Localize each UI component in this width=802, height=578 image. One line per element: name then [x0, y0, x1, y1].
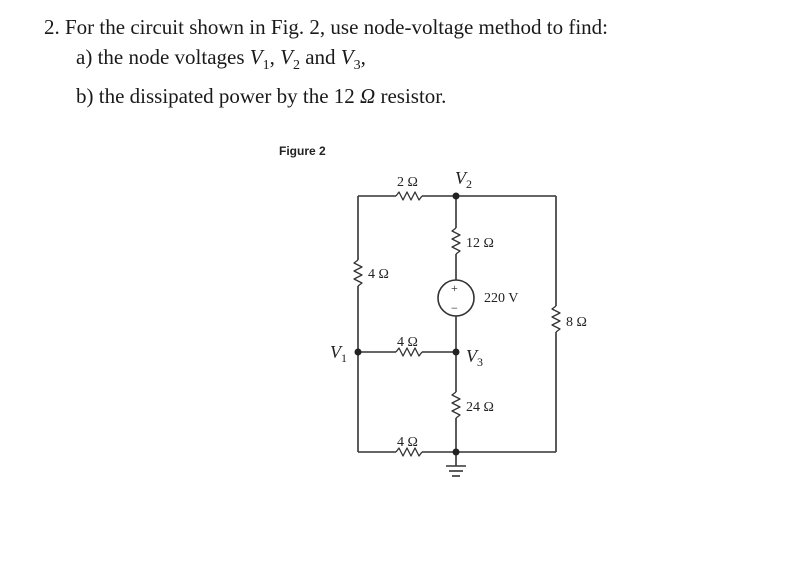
part-a-v1: V1: [249, 45, 270, 74]
label-8ohm: 8 Ω: [566, 315, 587, 330]
label-12ohm: 12 Ω: [466, 236, 494, 251]
label-4ohm-bottom: 4 Ω: [397, 435, 418, 450]
part-a-line: a) the node voltages V1, V2 and V3,: [44, 42, 608, 81]
node-dot-v2: [452, 192, 460, 200]
resistor-12ohm: [451, 227, 461, 255]
label-220v: 220 V: [484, 291, 518, 306]
node-dot-v1: [354, 348, 362, 356]
part-a-text: the node voltages: [97, 45, 245, 69]
part-a-v2: V2: [280, 45, 300, 74]
ground-icon: [446, 452, 466, 477]
part-a-and: and: [305, 45, 336, 69]
problem-intro-line: 2. For the circuit shown in Fig. 2, use …: [44, 12, 608, 42]
part-a-end: ,: [360, 45, 366, 69]
node-label-v1: V1: [330, 342, 347, 365]
resistor-4ohm-left: [353, 259, 363, 287]
problem-number: 2.: [44, 15, 60, 39]
part-a-sep1: ,: [269, 45, 275, 69]
problem-statement: 2. For the circuit shown in Fig. 2, use …: [44, 12, 608, 111]
problem-intro: For the circuit shown in Fig. 2, use nod…: [65, 15, 609, 39]
part-b-label: b): [76, 84, 94, 109]
label-4ohm-left: 4 Ω: [368, 267, 389, 282]
part-b-line: b) the dissipated power by the 12 Ω resi…: [44, 81, 608, 111]
resistor-2ohm: [395, 191, 423, 201]
source-plus: +: [451, 281, 458, 295]
figure-label: Figure 2: [279, 144, 326, 158]
resistor-8ohm: [551, 305, 561, 333]
resistor-4ohm-bottom: [395, 447, 423, 457]
part-b-omega: Ω: [360, 84, 376, 109]
label-2ohm: 2 Ω: [397, 175, 418, 190]
node-label-v3: V3: [466, 346, 483, 369]
label-24ohm: 24 Ω: [466, 400, 494, 415]
resistor-4ohm-middle: [395, 347, 423, 357]
node-dot-ground: [452, 448, 460, 456]
part-a-v3: V3: [340, 45, 361, 74]
node-dot-v3: [452, 348, 460, 356]
node-label-v2: V2: [455, 168, 472, 191]
label-4ohm-middle: 4 Ω: [397, 335, 418, 350]
part-b-end: resistor.: [380, 84, 447, 109]
part-a-label: a): [76, 45, 93, 69]
part-b-text: the dissipated power by the 12: [98, 84, 355, 109]
resistor-24ohm: [451, 391, 461, 419]
source-minus: −: [451, 301, 458, 315]
